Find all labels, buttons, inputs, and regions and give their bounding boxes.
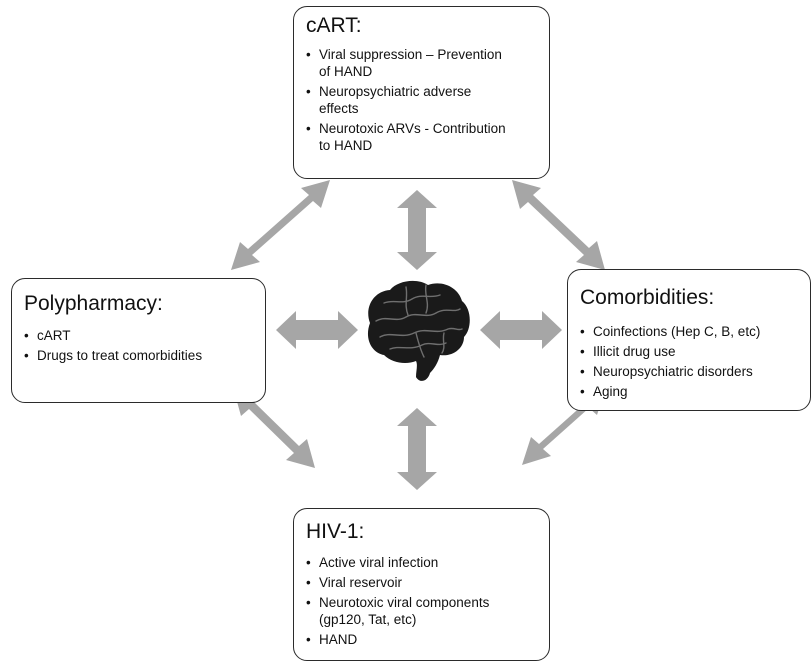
- arrow-cart-brain: [397, 190, 437, 270]
- cart-item-line: to HAND: [319, 138, 373, 153]
- arrow-brain-hiv: [397, 408, 437, 490]
- hiv-item-line: (gp120, Tat, etc): [319, 612, 417, 627]
- comorbidities-box: Comorbidities: Coinfections (Hep C, B, e…: [567, 269, 811, 411]
- hiv-item: Neurotoxic viral components (gp120, Tat,…: [306, 594, 539, 628]
- cart-list: Viral suppression – Prevention of HAND N…: [306, 46, 539, 154]
- cart-item-line: effects: [319, 101, 359, 116]
- comorbidities-item: Illicit drug use: [580, 343, 800, 360]
- polypharmacy-item-line: cART: [37, 328, 71, 343]
- arrow-poly-cart: [231, 180, 330, 270]
- hiv-item-line: Active viral infection: [319, 555, 439, 570]
- cart-item-line: Viral suppression – Prevention: [319, 47, 502, 62]
- brain-icon: [367, 280, 470, 381]
- comorbidities-item-line: Coinfections (Hep C, B, etc): [593, 324, 761, 339]
- cart-item-line: of HAND: [319, 64, 373, 79]
- hiv-box: HIV-1: Active viral infection Viral rese…: [293, 508, 550, 661]
- comorbidities-item: Neuropsychiatric disorders: [580, 363, 800, 380]
- hiv-item-line: Viral reservoir: [319, 575, 403, 590]
- hiv-item-line: Neurotoxic viral components: [319, 595, 490, 610]
- polypharmacy-item: cART: [24, 327, 255, 344]
- comorbidities-item: Coinfections (Hep C, B, etc): [580, 323, 800, 340]
- hiv-item: HAND: [306, 631, 539, 648]
- hiv-list: Active viral infection Viral reservoir N…: [306, 554, 539, 648]
- arrow-brain-comorb: [480, 311, 562, 349]
- comorbidities-title: Comorbidities:: [580, 286, 715, 309]
- comorbidities-item-line: Aging: [593, 384, 628, 399]
- polypharmacy-box: Polypharmacy: cART Drugs to treat comorb…: [11, 278, 266, 403]
- comorbidities-item-line: Neuropsychiatric disorders: [593, 364, 753, 379]
- comorbidities-item-line: Illicit drug use: [593, 344, 676, 359]
- cart-box: cART: Viral suppression – Prevention of …: [293, 6, 550, 179]
- cart-item-line: Neuropsychiatric adverse: [319, 84, 472, 99]
- polypharmacy-item-line: Drugs to treat comorbidities: [37, 348, 203, 363]
- polypharmacy-item: Drugs to treat comorbidities: [24, 347, 255, 364]
- cart-item: Neuropsychiatric adverse effects: [306, 83, 539, 117]
- cart-item-line: Neurotoxic ARVs - Contribution: [319, 121, 506, 136]
- cart-item: Neurotoxic ARVs - Contribution to HAND: [306, 120, 539, 154]
- arrow-poly-hiv: [233, 387, 315, 468]
- cart-title: cART:: [306, 14, 362, 37]
- hiv-item: Active viral infection: [306, 554, 539, 571]
- arrow-cart-comorb: [512, 180, 605, 270]
- cart-item: Viral suppression – Prevention of HAND: [306, 46, 539, 80]
- hiv-title: HIV-1:: [306, 520, 365, 543]
- hiv-item-line: HAND: [319, 632, 358, 647]
- polypharmacy-title: Polypharmacy:: [24, 292, 163, 315]
- hiv-item: Viral reservoir: [306, 574, 539, 591]
- polypharmacy-list: cART Drugs to treat comorbidities: [24, 327, 255, 364]
- arrow-poly-brain: [276, 311, 358, 349]
- comorbidities-item: Aging: [580, 383, 800, 400]
- comorbidities-list: Coinfections (Hep C, B, etc) Illicit dru…: [580, 323, 800, 400]
